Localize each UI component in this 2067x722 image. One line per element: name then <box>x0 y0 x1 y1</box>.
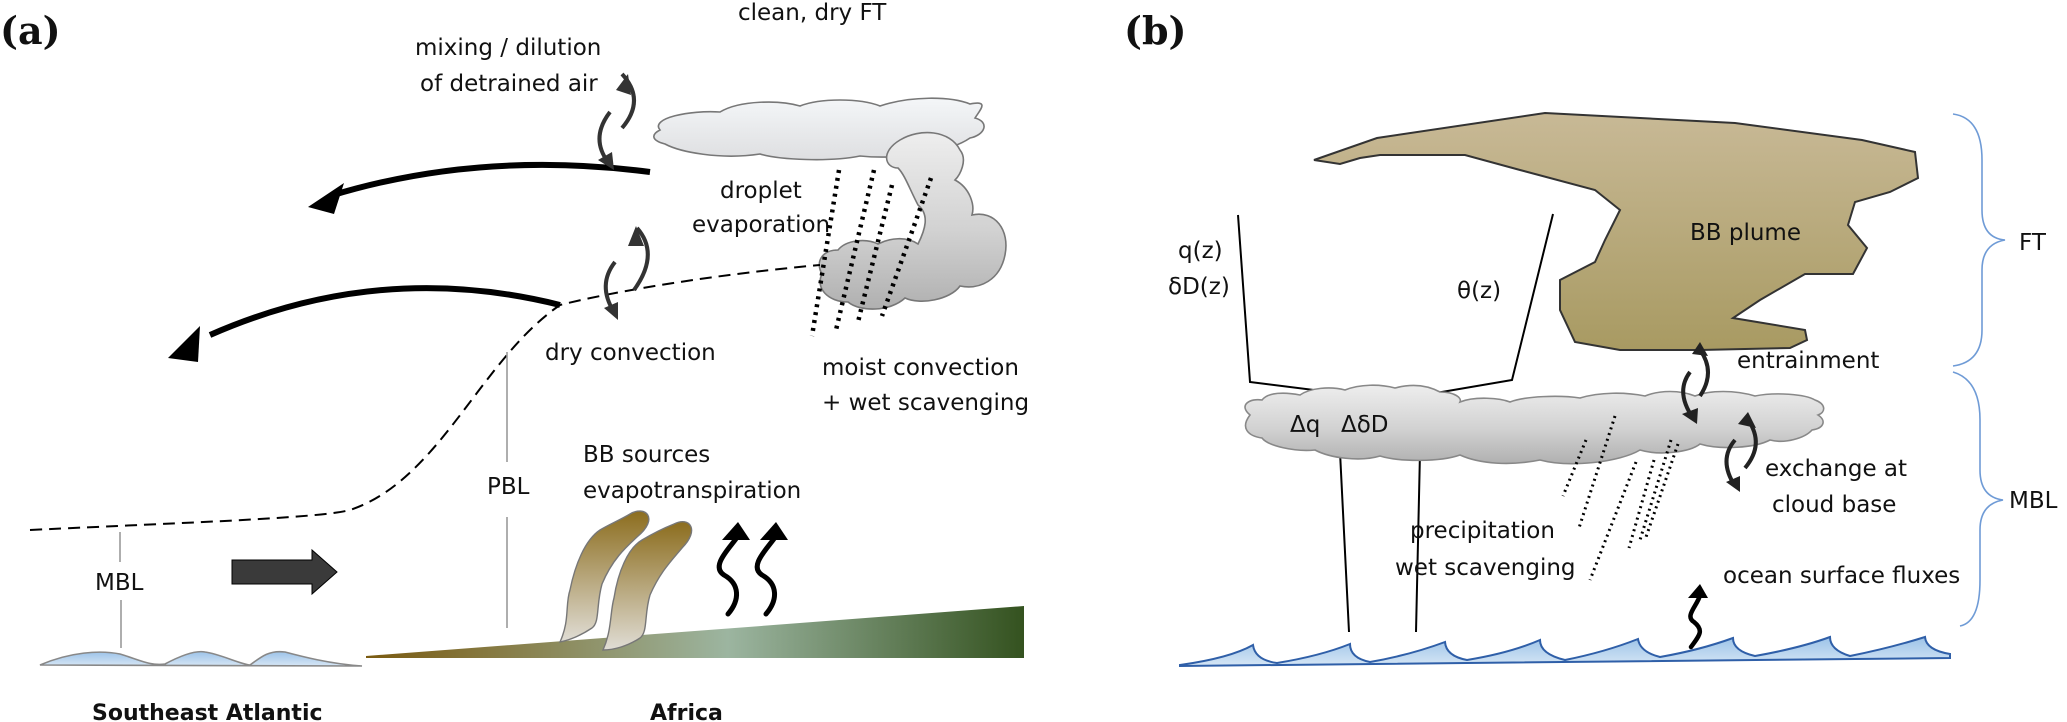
evapotranspiration-arrowhead <box>722 522 750 540</box>
precipitation-dotted-lines <box>1561 415 1680 581</box>
bb-sources-label-line1: BB sources <box>583 442 710 468</box>
ft-brace <box>1952 113 2006 367</box>
region-label-ocean: Southeast Atlantic <box>92 701 323 722</box>
mixing-circulation-icon <box>597 72 636 170</box>
entrainment-circulation-icon <box>1681 342 1710 424</box>
lower-outflow-arrowhead <box>168 326 200 362</box>
mixing-label-line1: mixing / dilution <box>415 35 601 61</box>
mbl-brace-label: MBL <box>2009 488 2058 514</box>
region-label-land: Africa <box>650 701 723 722</box>
convective-cloud-tower <box>818 131 1007 310</box>
lower-outflow-arrow <box>208 285 561 338</box>
delta-dd-label: ΔδD <box>1341 412 1389 438</box>
smoke-plume-icon <box>558 510 650 643</box>
precipitation-label-line1: precipitation <box>1410 518 1555 544</box>
mbl-label-a: MBL <box>95 570 144 596</box>
moist-convection-label-line1: moist convection <box>822 355 1019 381</box>
land-surface <box>366 606 1024 658</box>
q-profile-label: q(z) <box>1178 238 1223 264</box>
exchange-label-line2: cloud base <box>1772 492 1896 518</box>
clean-dry-ft-label: clean, dry FT <box>738 0 887 26</box>
droplet-label-line2: evaporation <box>692 212 830 238</box>
stratocumulus-cloud-layer <box>1244 384 1825 465</box>
droplet-label-line1: droplet <box>720 178 802 204</box>
ocean-surface-a <box>39 650 363 667</box>
mbl-brace <box>1952 371 2004 627</box>
ft-brace-label: FT <box>2019 230 2047 256</box>
mixing-label-line2: of detrained air <box>420 71 598 97</box>
pbl-top-dashed-line <box>29 264 821 531</box>
pbl-label: PBL <box>487 474 530 500</box>
ocean-surface-b <box>1179 635 1951 668</box>
panel-b: (b) BB plume q(z) δD(z) θ(z) Δq ΔδD entr… <box>1124 8 2058 668</box>
bb-sources-label-line2: evapotranspiration <box>583 478 801 504</box>
bb-plume-label: BB plume <box>1690 220 1801 246</box>
entrainment-label: entrainment <box>1737 348 1879 374</box>
panel-a-label: (a) <box>0 8 61 53</box>
smoke-plume-icon <box>601 521 693 651</box>
rain-dotted-lines <box>809 169 934 337</box>
exchange-label-line1: exchange at <box>1765 456 1907 482</box>
cloud-base-exchange-icon <box>1724 412 1758 492</box>
dry-convection-circulation-icon <box>603 226 650 320</box>
evapotranspiration-arrowhead <box>760 522 788 540</box>
panel-b-label: (b) <box>1124 8 1187 53</box>
upper-outflow-arrowhead <box>308 183 344 214</box>
bb-plume-shape <box>1313 111 1920 351</box>
panel-a: (a) clean, dry FT mixing / dilution of d… <box>0 0 1029 722</box>
moist-convection-label-line2: + wet scavenging <box>822 390 1029 416</box>
evapotranspiration-arrows-icon <box>716 533 779 617</box>
precipitation-label-line2: wet scavenging <box>1395 555 1576 581</box>
upper-outflow-arrow <box>329 161 651 199</box>
onshore-flow-arrow-icon <box>231 548 338 596</box>
delta-q-label: Δq <box>1290 412 1320 438</box>
theta-profile-label: θ(z) <box>1457 278 1501 304</box>
ocean-flux-arrow-icon <box>1688 592 1703 650</box>
ocean-surface-fluxes-label: ocean surface fluxes <box>1723 563 1960 589</box>
dd-profile-label: δD(z) <box>1168 274 1230 300</box>
dry-convection-label: dry convection <box>545 340 716 366</box>
ocean-flux-arrowhead <box>1688 584 1708 598</box>
